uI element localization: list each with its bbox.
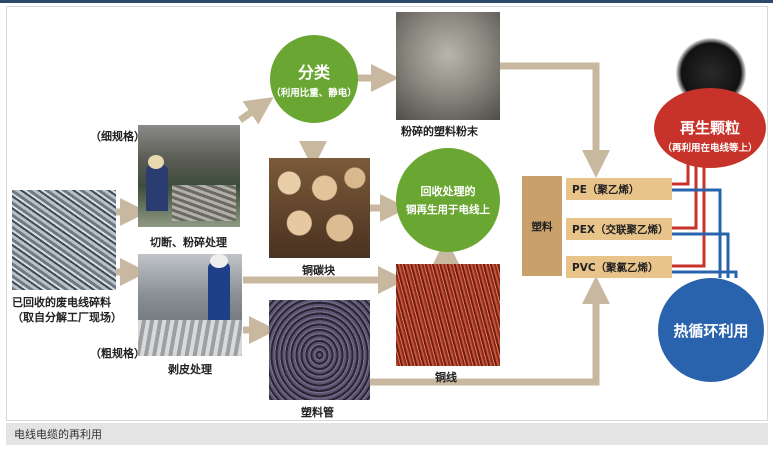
source-label-line2: （取自分解工厂现场） xyxy=(12,311,122,324)
copper-block-photo xyxy=(269,158,370,258)
pe-box: PE（聚乙烯） xyxy=(566,178,672,200)
thermal-label: 热循环利用 xyxy=(673,321,749,340)
pex-box: PEX（交联聚乙烯） xyxy=(566,218,672,240)
plastic-powder-label: 粉碎的塑料粉末 xyxy=(401,125,478,138)
pvc-box: PVC（聚氯乙烯） xyxy=(566,256,672,278)
cutting-photo xyxy=(138,125,240,227)
arrow-pipe-to-plastic xyxy=(368,276,610,386)
waste-wire-photo xyxy=(12,190,116,290)
strip-label: 剥皮处理 xyxy=(168,363,212,376)
pex-label: PEX（交联聚乙烯） xyxy=(572,223,669,236)
recycle-circle: 回收处理的 铜再生用于电线上 xyxy=(396,148,500,252)
plastic-box: 塑料 xyxy=(522,176,562,276)
plastic-pipe-photo xyxy=(269,300,370,400)
copper-wire-photo xyxy=(396,264,500,366)
cut-label: 切断、粉碎处理 xyxy=(150,236,227,249)
plastic-box-label: 塑料 xyxy=(531,220,553,233)
figure-caption: 电线电缆的再利用 xyxy=(14,428,102,441)
regen-circle: 再生颗粒 （再利用在电线等上） xyxy=(654,88,766,168)
source-label-line1: 已回收的废电线碎料 xyxy=(12,296,111,309)
pvc-label: PVC（聚氯乙烯） xyxy=(572,261,659,274)
pe-label: PE（聚乙烯） xyxy=(572,183,640,196)
sort-subtitle: （利用比重、静电） xyxy=(271,88,357,99)
arrow-powder-to-plastic xyxy=(500,62,610,178)
fine-spec-label: （细规格） xyxy=(90,130,145,143)
copper-wire-label: 铜线 xyxy=(435,371,457,384)
copper-block-label: 铜碳块 xyxy=(302,264,335,277)
arrow-cut-to-sort xyxy=(238,97,274,125)
regen-title: 再生颗粒 xyxy=(679,118,740,137)
recycle-line2: 铜再生用于电线上 xyxy=(406,204,490,216)
regen-subtitle: （再利用在电线等上） xyxy=(662,142,758,154)
stripping-photo xyxy=(138,254,242,356)
sort-title: 分类 xyxy=(297,63,330,82)
top-rule xyxy=(0,0,773,3)
sort-circle: 分类 （利用比重、静电） xyxy=(270,35,358,123)
plastic-powder-photo xyxy=(396,12,500,120)
recycle-line1: 回收处理的 xyxy=(420,185,476,198)
plastic-pipe-label: 塑料管 xyxy=(301,406,334,419)
thermal-circle: 热循环利用 xyxy=(658,278,764,382)
coarse-spec-label: （粗规格） xyxy=(90,347,145,360)
caption-bar: 电线电缆的再利用 xyxy=(6,423,768,445)
